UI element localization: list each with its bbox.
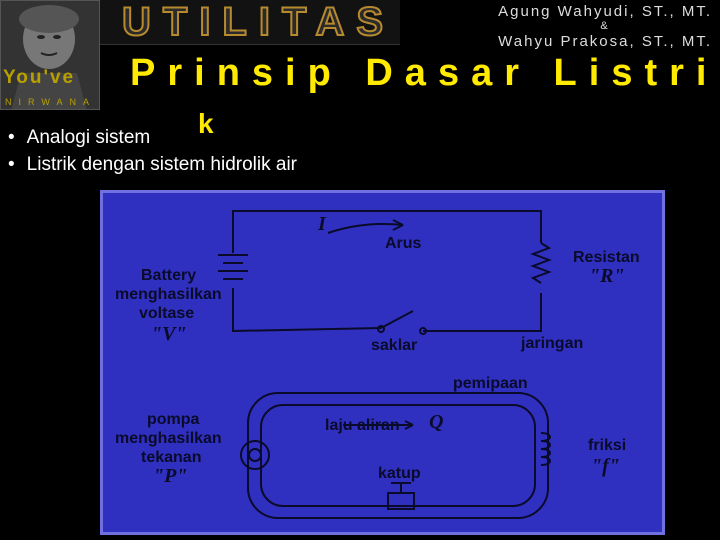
logo-image: You've NIRWANA	[0, 0, 100, 110]
flow-symbol: Q	[429, 411, 444, 433]
pump-label-3: tekanan	[141, 449, 202, 466]
battery-label-2: menghasilkan	[115, 286, 222, 303]
bullet-item: Listrik dengan sistem hidrolik air	[8, 151, 297, 178]
bullet-item: Analogi sistem	[8, 124, 297, 151]
banner: UTILITAS	[100, 0, 400, 45]
circuit-top-wire	[232, 210, 542, 253]
switch-label: saklar	[371, 337, 418, 354]
pump-label-1: pompa	[147, 411, 200, 428]
current-label: Arus	[385, 235, 422, 252]
logo-subtext: NIRWANA	[5, 97, 97, 107]
pressure-symbol: "P"	[153, 465, 188, 487]
resistor-icon	[530, 242, 552, 284]
bullet-list: Analogi sistem Listrik dengan sistem hid…	[8, 124, 297, 178]
circuit-hydraulic-diagram: I Arus Resistan "R" Battery menghasilkan…	[100, 190, 665, 535]
authors: Agung Wahyudi, ST., MT. & Wahyu Prakosa,…	[498, 4, 712, 49]
friction-symbol: "f"	[591, 455, 620, 477]
network-label: jaringan	[521, 335, 584, 352]
friction-label: friksi	[588, 437, 627, 454]
switch-icon	[380, 310, 414, 329]
author-1: Agung Wahyudi, ST., MT.	[498, 3, 712, 20]
resistance-symbol: "R"	[589, 265, 625, 287]
author-2: Wahyu Prakosa, ST., MT.	[498, 33, 712, 50]
flow-label: laju aliran	[325, 417, 400, 434]
circuit-bottom-wire	[232, 288, 382, 333]
banner-title: UTILITAS	[121, 0, 396, 45]
valve-label: katup	[378, 465, 421, 482]
voltage-symbol: "V"	[151, 323, 187, 345]
current-arrow	[327, 223, 404, 234]
portrait-icon	[1, 1, 99, 109]
piping-label: pemipaan	[453, 375, 528, 392]
friction-coil-icon	[540, 432, 551, 466]
current-symbol: I	[318, 213, 326, 235]
slide-title: Prinsip Dasar Listri	[130, 52, 719, 94]
battery-label-1: Battery	[141, 267, 197, 284]
diagram-lines	[218, 210, 552, 519]
battery-label-3: voltase	[139, 305, 195, 322]
pump-icon	[240, 440, 270, 470]
logo-text: You've	[3, 67, 76, 88]
author-separator: &	[600, 20, 610, 32]
circuit-right-wire	[423, 293, 542, 332]
resistance-label: Resistan	[573, 249, 640, 266]
pump-label-2: menghasilkan	[115, 430, 222, 447]
